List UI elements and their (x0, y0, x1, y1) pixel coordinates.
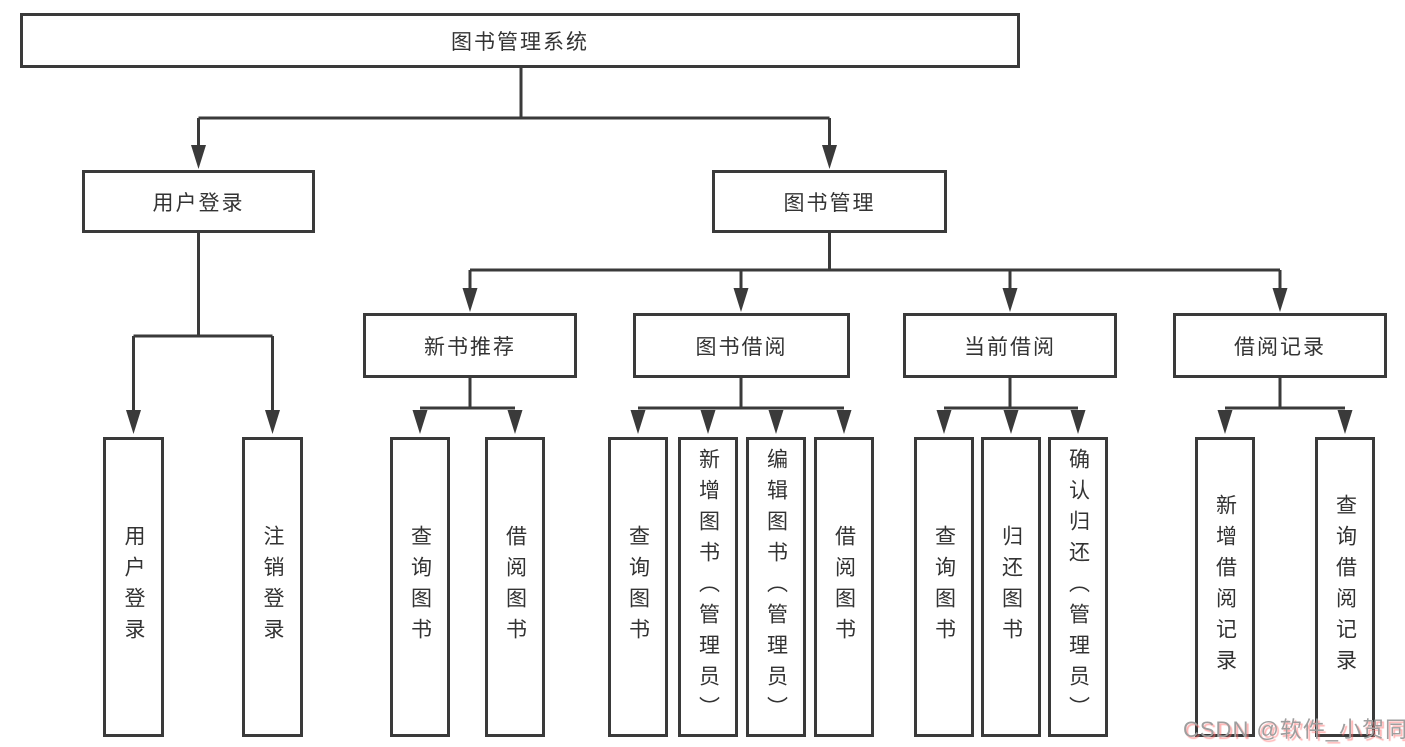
node-user-login: 用户登录 (82, 170, 315, 233)
node-leaf-borrow-books-borrowing: 借阅图书 (814, 437, 874, 737)
arrowhead (700, 410, 716, 434)
node-label: 新增图书（管理员） (696, 447, 720, 727)
node-label: 确认归还（管理员） (1066, 447, 1090, 727)
node-label: 编辑图书（管理员） (764, 447, 788, 727)
arrowhead (412, 410, 428, 434)
node-leaf-borrow-books-recommend: 借阅图书 (485, 437, 545, 737)
node-label: 新增借阅记录 (1213, 494, 1237, 680)
arrowhead (1337, 410, 1353, 434)
node-label: 图书借阅 (695, 335, 788, 359)
node-leaf-user-login: 用户登录 (103, 437, 164, 737)
node-label: 用户登录 (152, 191, 245, 215)
arrowhead (507, 410, 523, 434)
node-label: 图书管理 (783, 191, 876, 215)
node-label: 注销登录 (261, 525, 284, 649)
node-label: 借阅记录 (1234, 335, 1326, 359)
node-label: 图书管理系统 (451, 30, 589, 54)
arrowhead (265, 410, 280, 434)
node-book-borrowing: 图书借阅 (633, 313, 850, 378)
arrowhead (1217, 410, 1233, 434)
node-new-book-recommend: 新书推荐 (363, 313, 577, 378)
arrowhead (836, 410, 852, 434)
node-borrowing-records: 借阅记录 (1173, 313, 1387, 378)
node-label: 当前借阅 (964, 335, 1056, 359)
node-label: 借阅图书 (503, 525, 527, 649)
node-current-borrowing: 当前借阅 (903, 313, 1117, 378)
node-label: 查询借阅记录 (1333, 494, 1357, 680)
arrowhead (1002, 288, 1018, 312)
node-label: 借阅图书 (832, 525, 856, 649)
node-leaf-query-books-recommend: 查询图书 (390, 437, 450, 737)
node-leaf-confirm-return-admin: 确认归还（管理员） (1048, 437, 1108, 737)
arrowhead (1003, 410, 1019, 434)
node-label: 查询图书 (408, 525, 432, 649)
arrowhead (1070, 410, 1086, 434)
node-library-management-system: 图书管理系统 (20, 13, 1020, 68)
node-leaf-query-borrow-record: 查询借阅记录 (1315, 437, 1375, 737)
arrowhead (462, 288, 478, 312)
node-leaf-add-books-admin: 新增图书（管理员） (678, 437, 738, 737)
arrowhead (191, 145, 206, 169)
arrowhead (936, 410, 952, 434)
arrowhead (733, 288, 749, 312)
node-leaf-query-books-borrowing: 查询图书 (608, 437, 668, 737)
arrowhead (1272, 288, 1288, 312)
node-leaf-return-books: 归还图书 (981, 437, 1041, 737)
node-label: 用户登录 (122, 525, 145, 649)
node-label: 查询图书 (626, 525, 650, 649)
csdn-watermark: CSDN @软件_小贺同学 (1183, 717, 1405, 742)
arrowhead (822, 145, 837, 169)
node-book-management: 图书管理 (712, 170, 947, 233)
node-label: 查询图书 (932, 525, 956, 649)
arrowhead (768, 410, 784, 434)
node-label: 归还图书 (999, 525, 1023, 649)
arrowhead (630, 410, 646, 434)
node-leaf-query-books-current: 查询图书 (914, 437, 974, 737)
node-leaf-add-borrow-record: 新增借阅记录 (1195, 437, 1255, 737)
node-label: 新书推荐 (424, 335, 516, 359)
node-leaf-logout: 注销登录 (242, 437, 303, 737)
arrowhead (126, 410, 141, 434)
node-leaf-edit-books-admin: 编辑图书（管理员） (746, 437, 806, 737)
